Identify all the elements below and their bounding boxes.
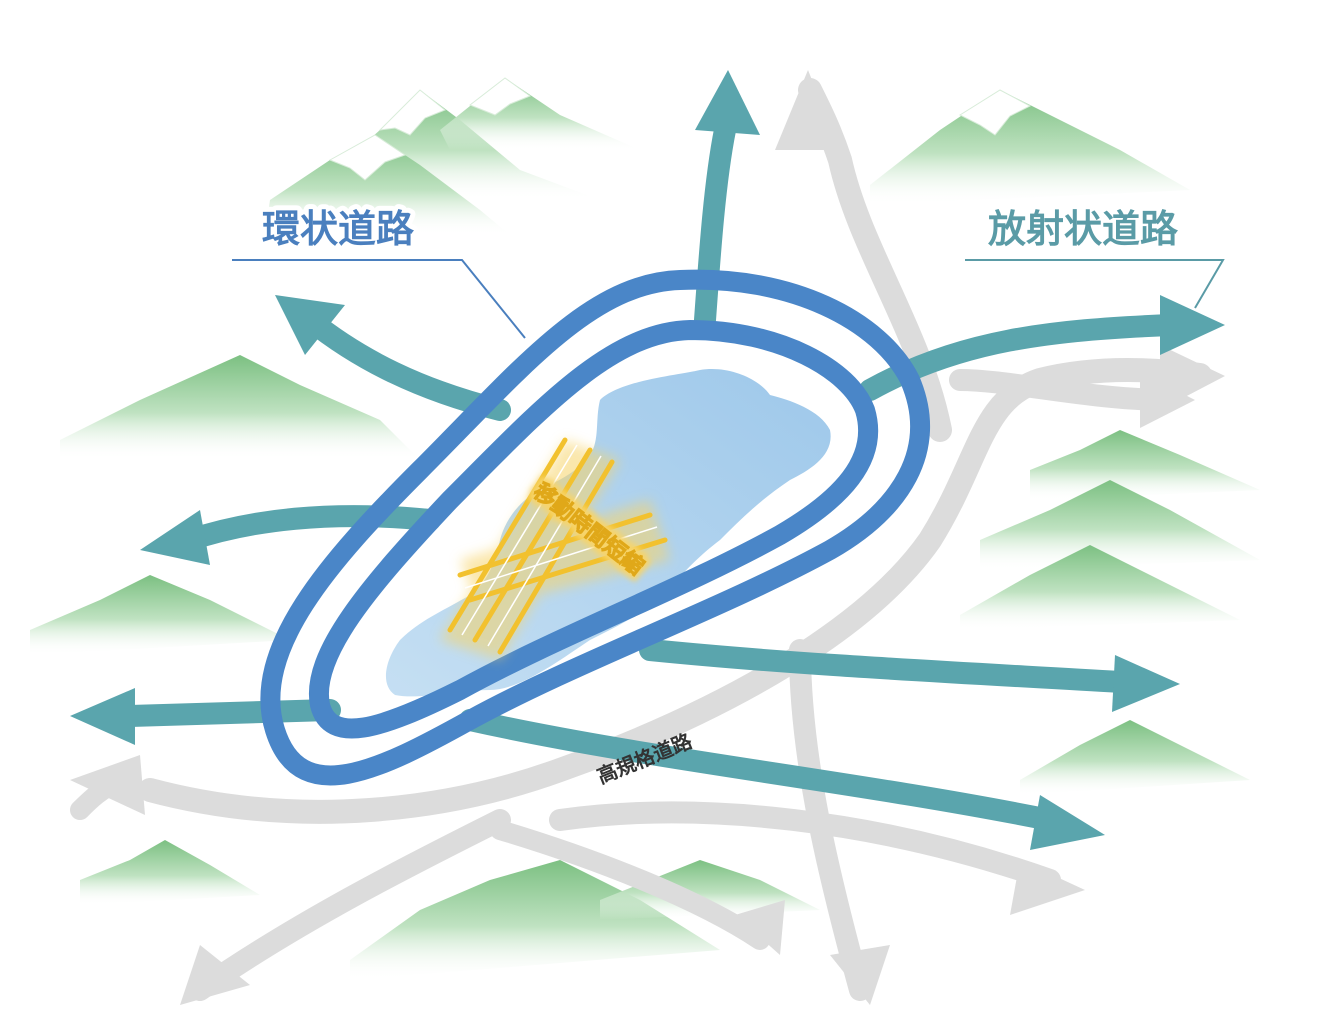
mountain-icon xyxy=(265,134,510,235)
mountain-icon xyxy=(440,77,640,150)
radial-road-northwest xyxy=(299,309,511,421)
arrow-icon xyxy=(70,755,145,815)
arrow-icon xyxy=(775,70,840,150)
mountain-icon xyxy=(350,860,720,980)
ring-road-leader xyxy=(232,259,526,339)
arrow-icon xyxy=(275,295,345,355)
time-reduction-highlight xyxy=(440,437,670,660)
radial-road-southwest xyxy=(119,699,341,727)
radial-road-label: 放射状道路 xyxy=(988,207,1179,251)
mountains xyxy=(30,77,1260,980)
arrow-icon xyxy=(735,900,785,955)
radial-road-west xyxy=(179,505,441,551)
mountain-icon xyxy=(980,480,1260,570)
mountain-icon xyxy=(60,355,420,460)
mountain-icon xyxy=(80,840,260,905)
arrow-icon xyxy=(180,945,250,1005)
expressway-arrowheads xyxy=(70,70,1225,1005)
arrow-icon xyxy=(70,688,135,745)
expressway-main xyxy=(138,358,1212,824)
mountain-icon xyxy=(1030,430,1260,500)
mountain-icon xyxy=(600,860,820,920)
arrow-icon xyxy=(695,70,760,135)
ring-road-label: 環状道路 xyxy=(262,207,415,251)
arrow-icon xyxy=(1112,655,1180,712)
arrow-icon xyxy=(1010,860,1085,915)
mountain-icon xyxy=(960,545,1240,630)
radial-road-north xyxy=(694,119,736,331)
mountain-icon xyxy=(870,89,1190,205)
mountain-icon xyxy=(1020,720,1250,795)
arrow-icon xyxy=(140,510,210,565)
expressway-south-4 xyxy=(490,820,770,950)
arrow-icon xyxy=(1030,795,1105,850)
arrow-icon xyxy=(830,945,890,1005)
arrow-icon xyxy=(1140,372,1195,428)
radial-road-southeast xyxy=(639,639,1131,693)
expressway-ne xyxy=(949,369,1181,411)
radial-road-callout: 放射状道路 放射状道路 xyxy=(965,202,1225,309)
ring-road-label-outline: 環状道路 xyxy=(262,207,415,251)
arrow-icon xyxy=(1160,295,1225,355)
ring-road-outer xyxy=(260,269,930,786)
mountain-icon xyxy=(30,575,290,655)
radial-road-label-outline: 放射状道路 xyxy=(988,207,1179,251)
ring-road-inner xyxy=(308,320,879,739)
ring-roads xyxy=(260,269,930,786)
ring-road-callout: 環状道路 環状道路 xyxy=(232,202,526,339)
radial-road-south-east-2 xyxy=(459,709,1061,831)
radial-arrowheads xyxy=(70,70,1225,850)
expressway-south-2 xyxy=(189,809,511,1001)
expressway-south-3 xyxy=(549,801,1061,891)
radial-road-leader xyxy=(965,259,1225,309)
